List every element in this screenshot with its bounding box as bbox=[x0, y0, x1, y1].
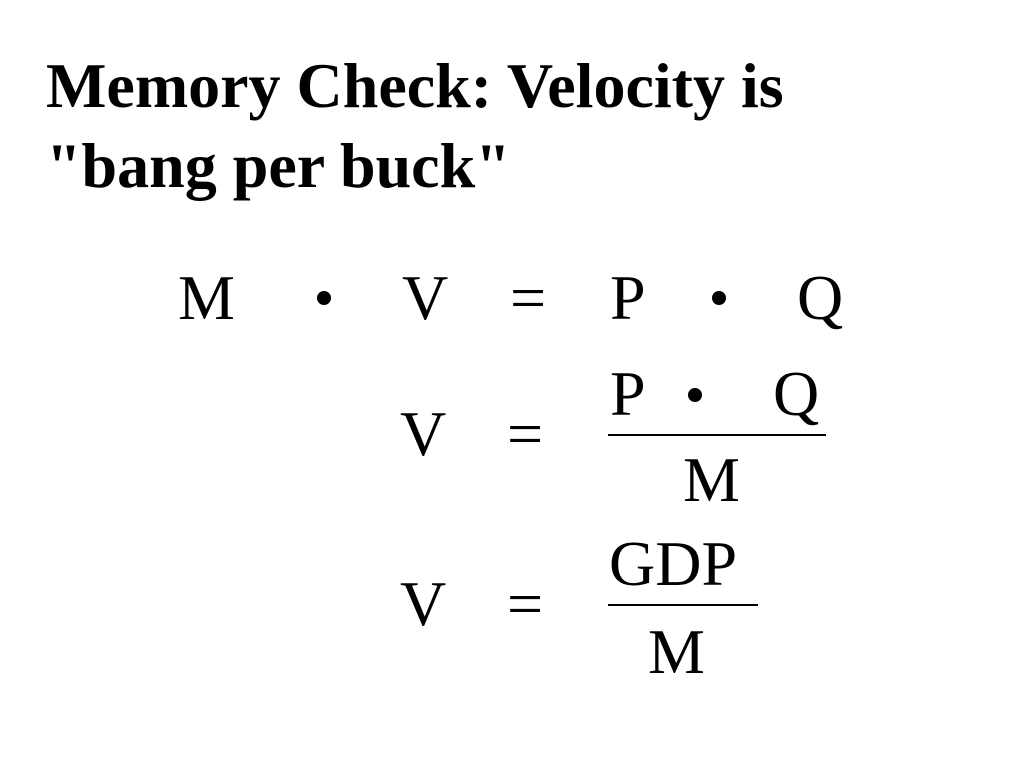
eq3-numerator-gdp: GDP bbox=[609, 528, 738, 599]
eq3-denominator-money: M bbox=[648, 616, 705, 687]
eq1-velocity-symbol: V bbox=[402, 262, 449, 333]
eq1-multiply-dot-2 bbox=[712, 291, 726, 305]
eq2-fraction-bar bbox=[608, 434, 826, 436]
eq2-denominator-money: M bbox=[683, 444, 740, 515]
eq2-velocity-symbol: V bbox=[400, 398, 447, 469]
eq3-equals-sign: = bbox=[507, 568, 544, 639]
title-line-2: "bang per buck" bbox=[46, 130, 511, 201]
eq1-price-symbol: P bbox=[610, 262, 646, 333]
title-line-1: Memory Check: Velocity is bbox=[46, 50, 784, 121]
eq1-equals-sign: = bbox=[510, 262, 547, 333]
eq3-velocity-symbol: V bbox=[400, 568, 447, 639]
eq1-quantity-symbol: Q bbox=[797, 262, 844, 333]
eq2-multiply-dot bbox=[688, 388, 702, 402]
eq2-numerator-price: P bbox=[610, 358, 646, 429]
eq1-money-symbol: M bbox=[178, 262, 235, 333]
eq1-multiply-dot-1 bbox=[317, 291, 331, 305]
eq2-numerator-quantity: Q bbox=[773, 358, 820, 429]
slide-title: Memory Check: Velocity is "bang per buck… bbox=[46, 46, 986, 206]
eq3-fraction-bar bbox=[608, 604, 758, 606]
eq2-equals-sign: = bbox=[507, 398, 544, 469]
